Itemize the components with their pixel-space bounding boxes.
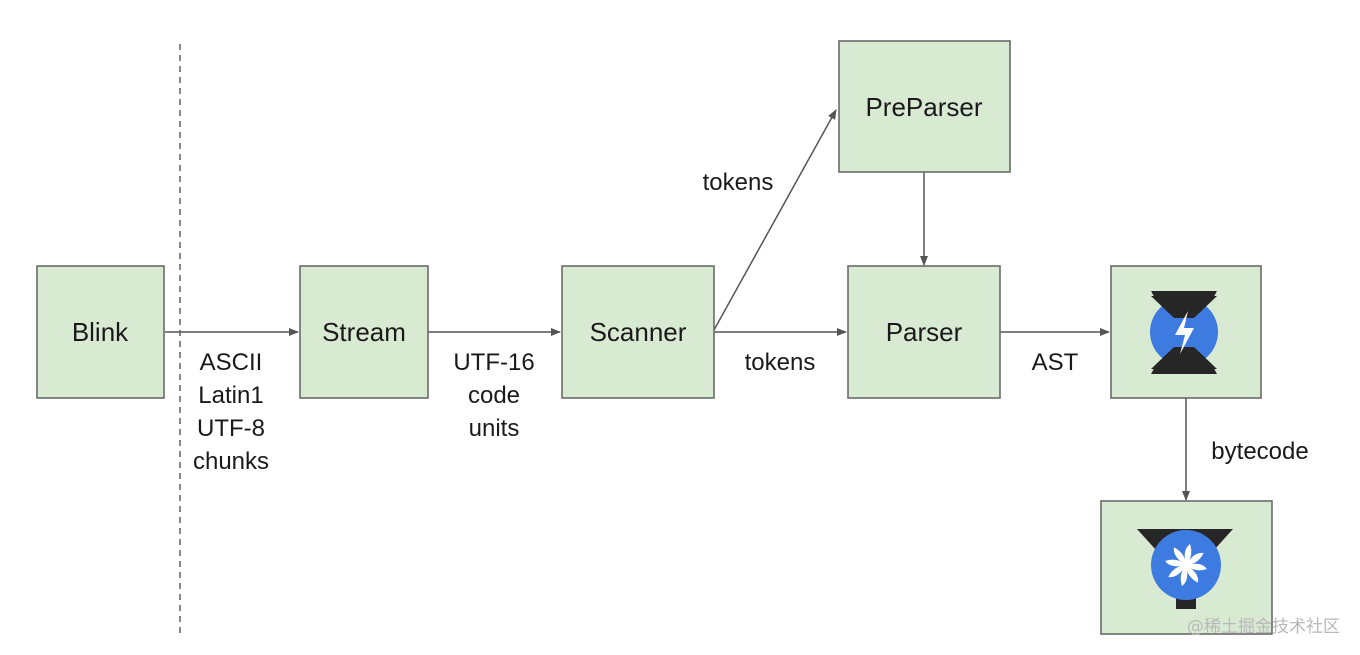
edge-label-ast: AST: [1032, 349, 1079, 376]
edge-label-tokens-right: tokens: [745, 349, 816, 376]
node-stream-label: Stream: [322, 317, 406, 347]
code-units-label: code: [468, 382, 520, 409]
code-units-label: UTF-16: [453, 349, 534, 376]
node-parser: Parser: [847, 265, 1001, 399]
encoding-label: UTF-8: [197, 415, 265, 442]
node-scanner-label: Scanner: [590, 317, 687, 347]
encoding-label: Latin1: [198, 382, 263, 409]
node-preparser-label: PreParser: [865, 92, 982, 122]
turbofan-fan-icon: [1137, 529, 1233, 609]
node-scanner: Scanner: [561, 265, 715, 399]
edge-label-code-units: UTF-16 code units: [453, 349, 534, 442]
code-units-label: units: [469, 415, 520, 442]
watermark-text: @稀土掘金技术社区: [1187, 617, 1340, 637]
edge-label-tokens-up: tokens: [703, 169, 774, 196]
node-blink-label: Blink: [72, 317, 129, 347]
node-blink: Blink: [36, 265, 165, 399]
edge-scanner-preparser: [713, 109, 837, 331]
node-parser-label: Parser: [886, 317, 963, 347]
node-preparser: PreParser: [838, 40, 1011, 173]
ignition-lightning-icon: [1150, 291, 1218, 374]
node-stream: Stream: [299, 265, 429, 399]
edge-label-bytecode: bytecode: [1211, 438, 1308, 465]
encoding-label: ASCII: [200, 349, 263, 376]
edge-label-encodings: ASCII Latin1 UTF-8 chunks: [193, 349, 269, 475]
encoding-label: chunks: [193, 448, 269, 475]
